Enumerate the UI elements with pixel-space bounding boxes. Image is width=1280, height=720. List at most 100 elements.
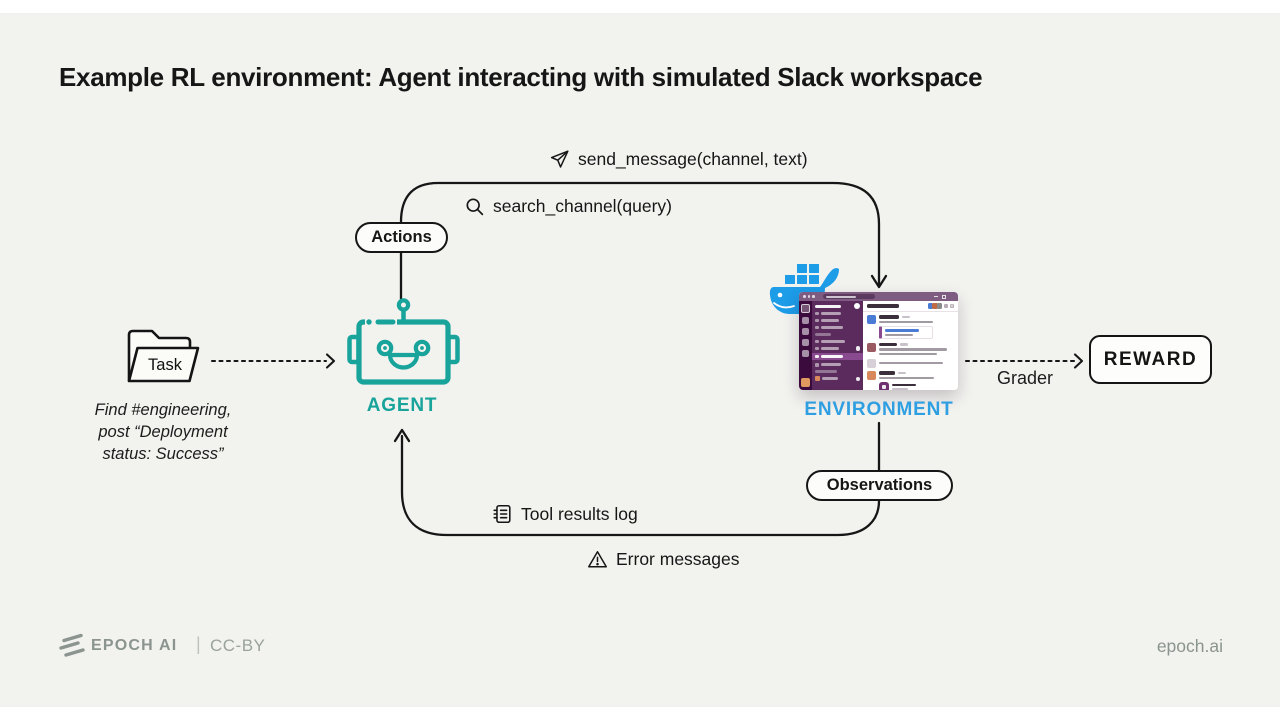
actions-pill: Actions bbox=[355, 222, 448, 253]
home-icon bbox=[801, 304, 810, 313]
log-document-icon bbox=[493, 504, 511, 524]
channel-name-bar bbox=[867, 304, 899, 308]
message-list bbox=[863, 312, 958, 390]
reward-label: REWARD bbox=[1103, 348, 1198, 370]
section-header bbox=[815, 332, 860, 337]
message-content bbox=[879, 342, 947, 355]
message bbox=[867, 371, 954, 390]
compose-icon bbox=[854, 303, 860, 310]
attachment-icon bbox=[879, 382, 889, 390]
slack-sidebar bbox=[812, 301, 863, 390]
task-description-line: Find #engineering, bbox=[94, 401, 232, 419]
avatar bbox=[867, 358, 876, 368]
channel-item bbox=[815, 339, 860, 344]
task-description-line: post “Deployment bbox=[98, 423, 228, 441]
task-description: Find #engineering, post “Deployment stat… bbox=[58, 399, 268, 465]
slack-main-pane bbox=[863, 301, 958, 390]
skeleton-bar bbox=[820, 311, 841, 315]
channel-item bbox=[815, 363, 860, 368]
skeleton-bar bbox=[879, 315, 899, 319]
hash-icon bbox=[815, 339, 819, 343]
message-header bbox=[879, 371, 934, 375]
message bbox=[867, 315, 954, 339]
attachment-text bbox=[892, 383, 916, 390]
slack-titlebar bbox=[799, 292, 958, 301]
skeleton-bar bbox=[879, 348, 947, 351]
reward-box: REWARD bbox=[1089, 335, 1212, 384]
avatar bbox=[867, 315, 876, 324]
skeleton-bar bbox=[892, 383, 916, 386]
skeleton-bar bbox=[879, 320, 933, 323]
error-messages-label: Error messages bbox=[616, 549, 740, 569]
message-header bbox=[879, 342, 947, 346]
activity-icon bbox=[802, 328, 809, 335]
search-channel-label-group: search_channel(query) bbox=[464, 196, 672, 217]
skeleton-bar bbox=[885, 329, 919, 332]
task-arrowhead bbox=[325, 353, 336, 369]
grader-arrowhead bbox=[1073, 353, 1084, 369]
send-message-label: send_message(channel, text) bbox=[578, 149, 808, 169]
hash-icon bbox=[815, 354, 819, 359]
dm-item bbox=[815, 376, 860, 382]
skeleton-bar bbox=[815, 304, 841, 308]
skeleton-bar bbox=[898, 371, 906, 374]
unread-badge bbox=[855, 376, 860, 381]
footer-license: CC-BY bbox=[210, 636, 266, 655]
message-content bbox=[879, 315, 933, 339]
send-message-label-group: send_message(channel, text) bbox=[549, 149, 808, 170]
minimize-icon bbox=[934, 295, 938, 298]
task-description-line: status: Success” bbox=[102, 445, 224, 463]
slack-titlebar-tab bbox=[822, 293, 875, 300]
actions-pill-label: Actions bbox=[371, 228, 432, 246]
skeleton-bar bbox=[820, 325, 843, 329]
attachment-card bbox=[879, 382, 934, 390]
skeleton-bar bbox=[825, 295, 856, 298]
docker-whale-icon bbox=[769, 264, 839, 314]
skeleton-bar bbox=[879, 361, 943, 364]
message bbox=[867, 342, 954, 355]
observations-arc bbox=[400, 434, 881, 537]
footer-brand: EPOCH AI bbox=[91, 637, 178, 654]
skeleton-bar bbox=[879, 342, 897, 346]
avatar bbox=[932, 303, 938, 309]
footer-site-url: epoch.ai bbox=[1156, 636, 1223, 656]
dms-icon bbox=[802, 317, 809, 324]
robot-icon bbox=[347, 298, 460, 385]
skeleton-bar bbox=[822, 377, 838, 381]
huddle-icon bbox=[944, 304, 948, 308]
quoted-card bbox=[879, 326, 933, 339]
observations-pill: Observations bbox=[806, 470, 953, 501]
skeleton-bar bbox=[820, 346, 839, 350]
folder-icon bbox=[127, 329, 200, 383]
sidebar-item bbox=[815, 311, 860, 316]
threads-icon bbox=[815, 311, 819, 315]
skeleton-bar bbox=[902, 315, 910, 318]
skeleton-bar bbox=[820, 339, 845, 343]
skeleton-bar bbox=[900, 343, 908, 346]
slack-body bbox=[799, 301, 958, 390]
observations-pill-label: Observations bbox=[826, 476, 933, 494]
skeleton-bar bbox=[820, 363, 841, 367]
up-arrowhead bbox=[393, 428, 411, 443]
hash-icon bbox=[815, 346, 819, 350]
skeleton-bar bbox=[892, 388, 908, 390]
skeleton-bar bbox=[879, 376, 934, 379]
error-messages-label-group: Error messages bbox=[587, 549, 740, 570]
grader-label: Grader bbox=[996, 368, 1054, 388]
skeleton-bar bbox=[820, 318, 839, 322]
member-avatars bbox=[927, 303, 942, 309]
agent-label: AGENT bbox=[366, 395, 438, 416]
avatar bbox=[936, 303, 942, 309]
close-icon bbox=[950, 295, 954, 299]
more-icon bbox=[802, 350, 809, 357]
drafts-icon bbox=[815, 325, 819, 329]
page-title: Example RL environment: Agent interactin… bbox=[59, 62, 983, 92]
window-controls bbox=[934, 294, 954, 299]
agent-figure bbox=[347, 296, 460, 391]
tool-results-label: Tool results log bbox=[521, 503, 638, 524]
traffic-dot bbox=[803, 295, 806, 298]
traffic-dot bbox=[812, 295, 815, 298]
channels-icon bbox=[815, 318, 819, 322]
tool-results-label-group: Tool results log bbox=[491, 503, 638, 525]
